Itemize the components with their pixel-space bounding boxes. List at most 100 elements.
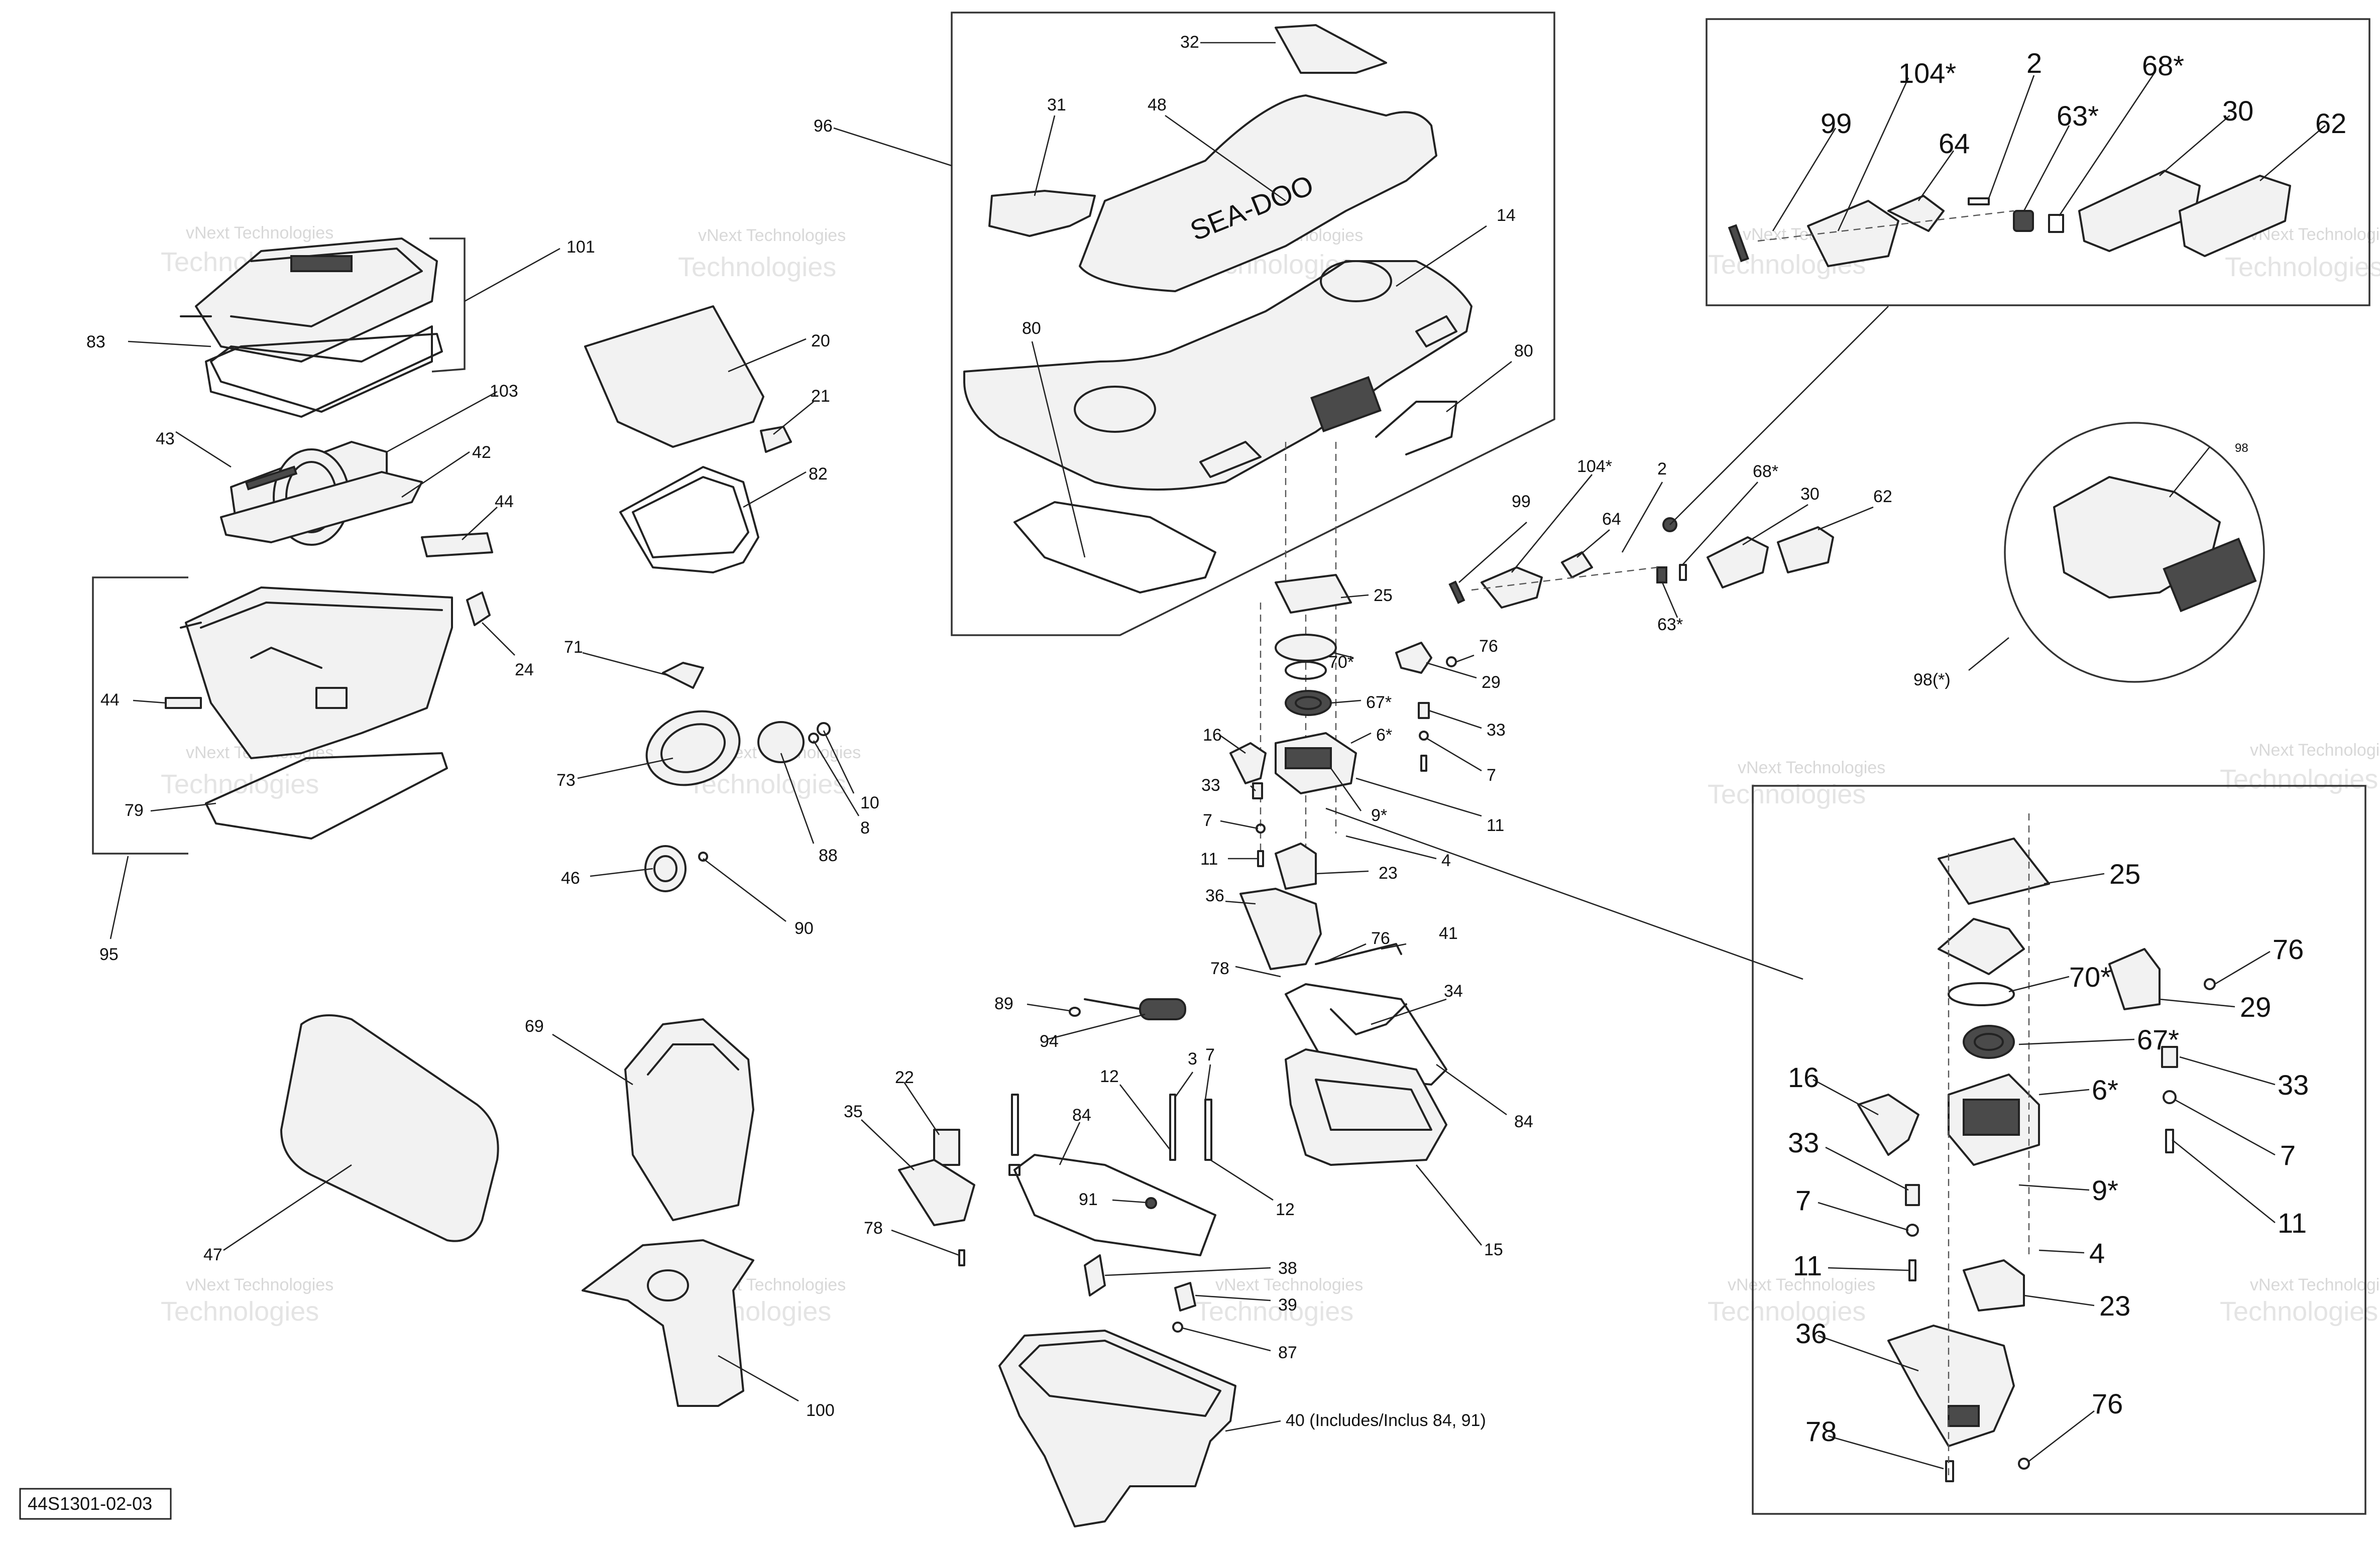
label: 22 bbox=[895, 1068, 914, 1087]
part-29-lever bbox=[1395, 642, 1432, 674]
label: 79 bbox=[125, 801, 144, 820]
part-63-pad bbox=[2013, 210, 2034, 232]
part-7-washer bbox=[1419, 731, 1429, 741]
part-16-lever bbox=[1857, 1094, 1919, 1156]
part-35-latch bbox=[898, 1159, 975, 1226]
label: 68* bbox=[1753, 462, 1778, 481]
part-21-cap bbox=[760, 426, 792, 453]
label: 7 bbox=[1205, 1045, 1215, 1064]
label: 31 bbox=[1047, 95, 1066, 114]
label: 64 bbox=[1939, 128, 1970, 159]
label: 2 bbox=[2026, 47, 2042, 79]
label: 3 bbox=[1188, 1049, 1197, 1069]
part-33-spacer bbox=[1418, 702, 1430, 719]
bolts-column-b bbox=[1169, 1094, 1212, 1161]
part-95-bin bbox=[180, 586, 453, 759]
label: 33 bbox=[1201, 776, 1220, 795]
part-11-screw-b bbox=[1908, 1259, 1916, 1281]
label: 98(*) bbox=[1913, 670, 1951, 689]
part-22-bracket bbox=[933, 1129, 960, 1166]
label: 12 bbox=[1276, 1200, 1295, 1219]
label: 62 bbox=[1873, 487, 1892, 506]
watermark: vNext Technologies bbox=[2250, 1275, 2380, 1294]
part-30-housing bbox=[1707, 536, 1769, 588]
drawing-code: 44S1301-02-03 bbox=[19, 1488, 172, 1520]
label: 104* bbox=[1577, 457, 1612, 476]
label: 34 bbox=[1444, 982, 1463, 1001]
label: 48 bbox=[1148, 95, 1167, 114]
label: 82 bbox=[809, 464, 828, 484]
part-42-plate bbox=[220, 471, 423, 543]
part-36-support bbox=[1887, 1325, 2015, 1447]
inset-circle-frame bbox=[2004, 422, 2265, 683]
label: 9* bbox=[2092, 1174, 2118, 1206]
label: 23 bbox=[1379, 864, 1398, 883]
label: 30 bbox=[1800, 485, 1820, 504]
part-68-spring bbox=[1679, 564, 1687, 581]
part-90-clip bbox=[698, 852, 708, 862]
inset-bottom-frame bbox=[1752, 785, 2366, 1515]
part-64-spring bbox=[1887, 195, 1945, 232]
drawing-code-text: 44S1301-02-03 bbox=[28, 1493, 152, 1514]
watermark: Technologies bbox=[678, 252, 836, 282]
part-40-tub bbox=[998, 1330, 1236, 1527]
part-46-knob bbox=[644, 845, 687, 892]
part-11-screw bbox=[2165, 1129, 2174, 1153]
part-36-support bbox=[1239, 888, 1322, 970]
part-41-cable bbox=[1315, 943, 1402, 965]
dash-line bbox=[1757, 210, 2014, 242]
label: 76 bbox=[2092, 1388, 2123, 1419]
label: 69 bbox=[525, 1017, 544, 1036]
watermark: Technologies bbox=[161, 1296, 319, 1327]
label: 76 bbox=[2273, 933, 2304, 965]
label: 38 bbox=[1278, 1259, 1297, 1278]
label: 90 bbox=[795, 919, 814, 938]
label: 24 bbox=[515, 660, 534, 679]
label: 35 bbox=[844, 1102, 863, 1121]
label: 33 bbox=[1788, 1127, 1819, 1158]
label: 2 bbox=[1657, 459, 1667, 479]
label: 63* bbox=[2057, 100, 2099, 132]
label: 39 bbox=[1278, 1295, 1297, 1315]
part-73-gauge bbox=[645, 710, 741, 786]
label: 36 bbox=[1205, 886, 1224, 905]
part-100-bin bbox=[582, 1239, 754, 1407]
label: 21 bbox=[811, 387, 830, 406]
label: 11 bbox=[1487, 816, 1504, 835]
label: 78 bbox=[1210, 959, 1229, 978]
part-44-clip bbox=[421, 532, 493, 557]
label: 15 bbox=[1484, 1240, 1503, 1259]
label: 99 bbox=[1512, 492, 1531, 511]
part-23-bracket bbox=[1275, 843, 1317, 890]
part-6-latch-body bbox=[1275, 732, 1357, 794]
label: 30 bbox=[2222, 95, 2253, 127]
label: 4 bbox=[2089, 1237, 2105, 1269]
part-23-bracket bbox=[1963, 1259, 2025, 1312]
label: 96 bbox=[814, 116, 833, 136]
label: 83 bbox=[86, 332, 105, 351]
part-16-lever bbox=[1229, 742, 1267, 784]
part-11-screw-b bbox=[1257, 850, 1264, 867]
bracket-101 bbox=[429, 238, 466, 373]
part-47-cushion bbox=[280, 1014, 499, 1242]
part-2-pin bbox=[1968, 197, 1990, 205]
group-frames bbox=[92, 12, 2370, 1515]
part-99-pin bbox=[1448, 580, 1465, 604]
label: 11 bbox=[2278, 1207, 2307, 1239]
label: 70* bbox=[1328, 653, 1354, 672]
part-70-ring bbox=[1285, 661, 1327, 680]
watermark: vNext Technologies bbox=[186, 1275, 333, 1294]
part-69-bin bbox=[624, 1018, 754, 1221]
watermark: vNext Technologies bbox=[698, 226, 846, 245]
label: 25 bbox=[2109, 858, 2140, 890]
part-39-clip bbox=[1174, 1282, 1196, 1312]
part-84-seal-b bbox=[1013, 1154, 1216, 1256]
label: 62 bbox=[2315, 107, 2346, 139]
label: 87 bbox=[1278, 1343, 1297, 1362]
part-80-seal bbox=[1013, 501, 1216, 594]
label: 84 bbox=[1514, 1112, 1533, 1131]
part-82-seal bbox=[619, 466, 759, 573]
label: 32 bbox=[1180, 33, 1199, 52]
part-labels: 101 83 103 43 42 44 24 44 79 95 20 21 82… bbox=[86, 33, 2346, 1447]
label: 20 bbox=[811, 331, 830, 350]
